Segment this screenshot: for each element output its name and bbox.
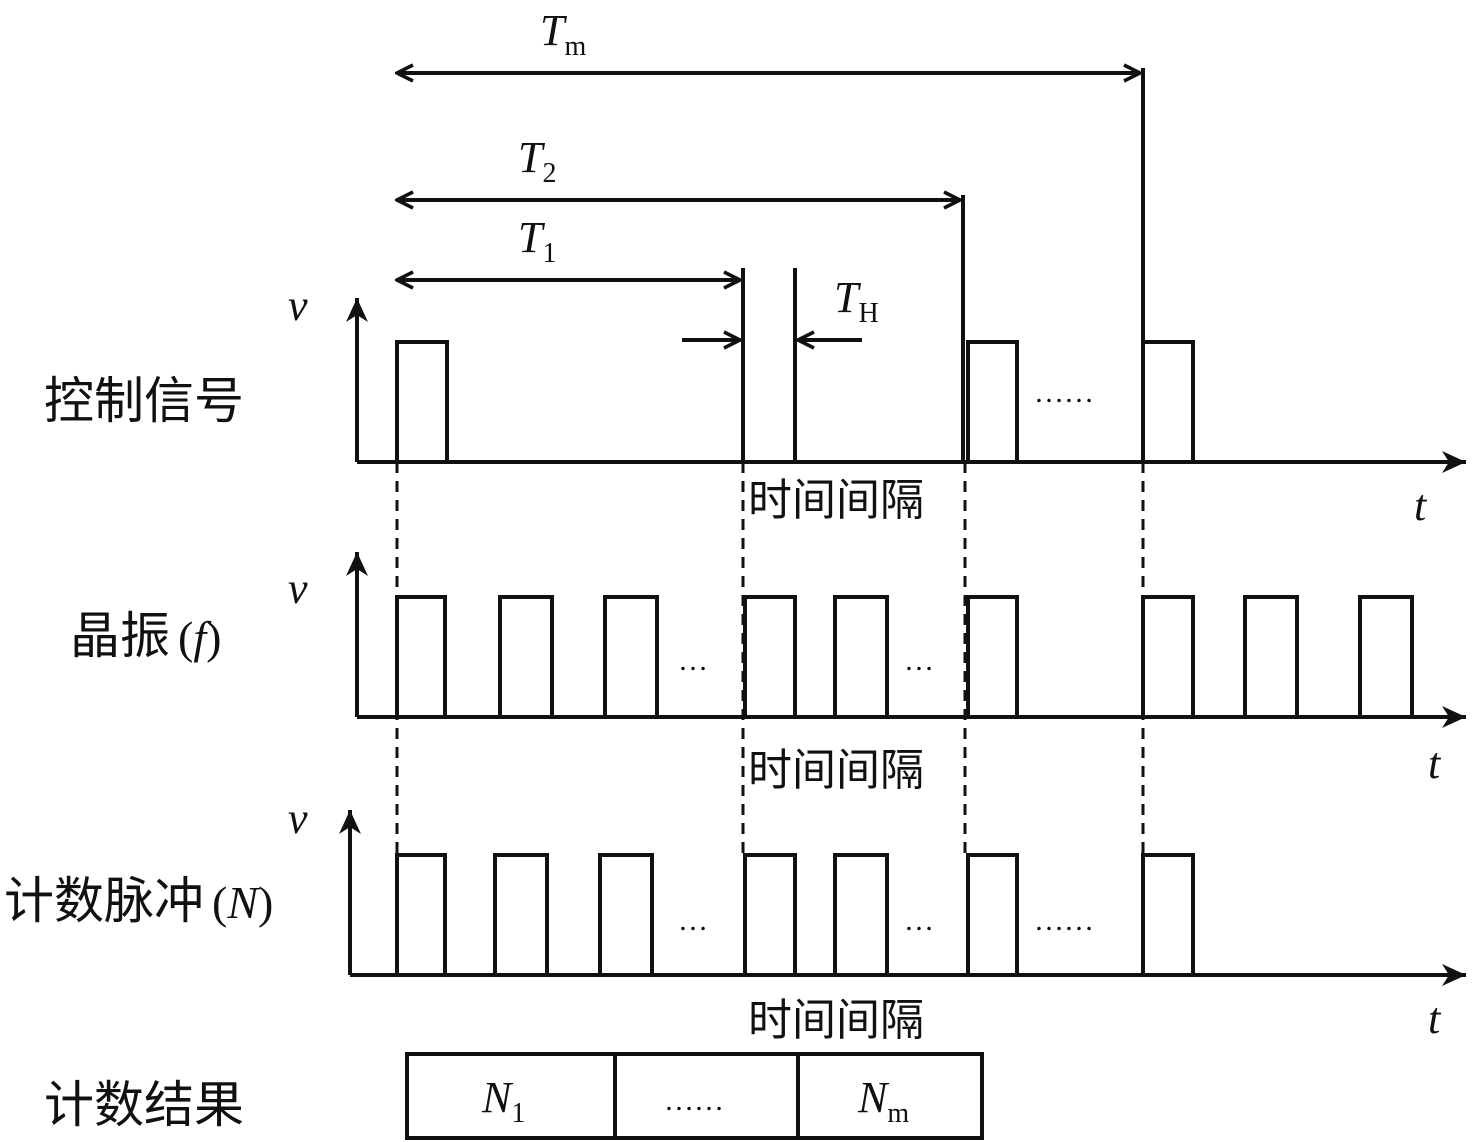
count-pulse-row: 计数脉冲(N) v t … … …… 时间间隔	[4, 794, 1466, 1046]
crystal-pulse-5	[833, 595, 889, 717]
control-signal-label: 控制信号	[44, 372, 244, 430]
control-signal-row: 控制信号 v t …… 时间间隔	[44, 281, 1466, 530]
crystal-label: 晶振(f)	[70, 607, 221, 665]
v-axis-label-1: v	[288, 281, 308, 330]
result-cell-nm: Nm	[857, 1073, 909, 1129]
time-interval-label-2: 时间间隔	[748, 745, 924, 796]
t-axis-label-3: t	[1428, 994, 1442, 1043]
count-result-box	[405, 1052, 984, 1140]
crystal-pulse-8	[1243, 595, 1299, 717]
interval-th: TH	[682, 268, 879, 462]
count-ellipsis-1: …	[678, 904, 708, 937]
t1-label: T1	[518, 213, 556, 269]
crystal-row: 晶振(f) v t … … 时间间隔	[70, 552, 1466, 796]
crystal-pulse-6	[966, 595, 1019, 717]
th-label: TH	[834, 273, 879, 329]
interval-tm: Tm	[397, 6, 1145, 462]
count-ellipsis-2: …	[904, 904, 934, 937]
crystal-pulse-1	[395, 595, 447, 717]
count-pulse-7	[1141, 853, 1195, 975]
count-pulse-5	[833, 853, 889, 975]
crystal-ellipsis-1: …	[678, 644, 708, 677]
crystal-pulse-3	[603, 595, 659, 717]
crystal-pulse-4	[743, 595, 797, 717]
tm-label: Tm	[540, 6, 586, 62]
crystal-pulse-9	[1358, 595, 1414, 717]
interval-t2: T2	[397, 133, 965, 462]
time-interval-label-1: 时间间隔	[748, 475, 924, 526]
count-result-row: 计数结果 N1 …… Nm	[44, 1052, 984, 1140]
v-axis-label-2: v	[288, 564, 308, 613]
crystal-pulse-7	[1141, 595, 1195, 717]
count-pulse-6	[966, 853, 1019, 975]
control-pulse-3	[1141, 340, 1195, 462]
count-pulse-2	[493, 853, 549, 975]
v-axis-label-3: v	[288, 794, 308, 843]
t2-label: T2	[518, 133, 556, 189]
control-pulse-1	[395, 340, 449, 462]
control-pulse-2	[966, 340, 1019, 462]
count-pulse-1	[395, 853, 447, 975]
crystal-pulse-2	[498, 595, 554, 717]
result-cell-n1: N1	[481, 1073, 525, 1129]
time-interval-label-3: 时间间隔	[748, 995, 924, 1046]
crystal-ellipsis-2: …	[904, 644, 934, 677]
count-pulse-3	[598, 853, 654, 975]
t-axis-label-2: t	[1428, 739, 1442, 788]
alignment-guides	[395, 462, 1145, 855]
result-cell-ellipsis: ……	[664, 1084, 724, 1117]
control-ellipsis: ……	[1034, 376, 1094, 409]
interval-t1: T1	[397, 213, 745, 462]
count-result-label: 计数结果	[44, 1076, 244, 1134]
count-pulse-4	[743, 853, 797, 975]
count-ellipsis-3: ……	[1034, 904, 1094, 937]
count-pulse-label: 计数脉冲(N)	[4, 872, 273, 930]
t-axis-label-1: t	[1414, 481, 1428, 530]
